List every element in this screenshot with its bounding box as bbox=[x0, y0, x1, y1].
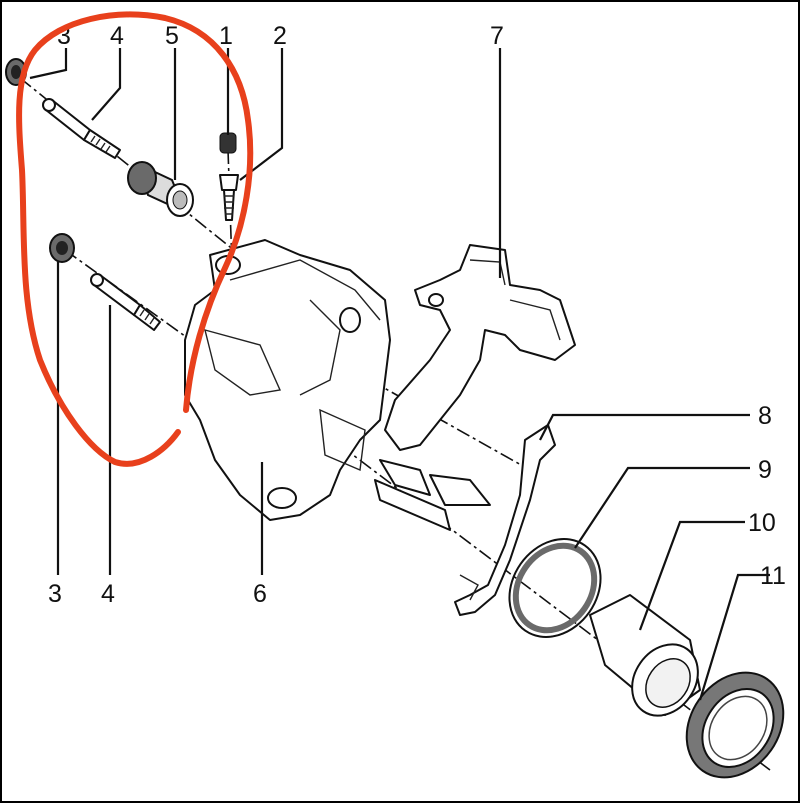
piston bbox=[589, 594, 701, 717]
dust-boot bbox=[685, 671, 785, 779]
callout-4-top: 4 bbox=[110, 22, 124, 50]
guide-pin-bottom bbox=[90, 273, 161, 331]
bleeder-screw bbox=[219, 174, 239, 221]
callout-11: 11 bbox=[760, 562, 786, 590]
caliper-bracket bbox=[374, 244, 576, 531]
spring-clip bbox=[454, 424, 556, 616]
callout-4-bottom: 4 bbox=[101, 580, 115, 608]
bleeder-cap bbox=[219, 132, 237, 154]
leader-lines bbox=[29, 48, 770, 701]
guide-bushing bbox=[127, 161, 194, 217]
callout-7: 7 bbox=[490, 22, 504, 50]
highlight-annotation bbox=[16, 11, 254, 467]
callout-9: 9 bbox=[758, 456, 772, 484]
callout-2: 2 bbox=[273, 22, 287, 50]
piston-seal bbox=[508, 538, 602, 638]
callout-1: 1 bbox=[219, 22, 233, 50]
callout-8: 8 bbox=[758, 402, 772, 430]
callout-5: 5 bbox=[165, 22, 179, 50]
caliper-housing bbox=[184, 239, 391, 521]
callout-labels: 3 4 5 1 2 7 8 9 10 11 3 4 6 bbox=[48, 22, 786, 608]
dust-cap-bottom bbox=[49, 233, 75, 263]
callout-10: 10 bbox=[748, 509, 776, 537]
callout-3-bottom: 3 bbox=[48, 580, 62, 608]
callout-6: 6 bbox=[253, 580, 267, 608]
guide-pin-top bbox=[42, 98, 121, 159]
